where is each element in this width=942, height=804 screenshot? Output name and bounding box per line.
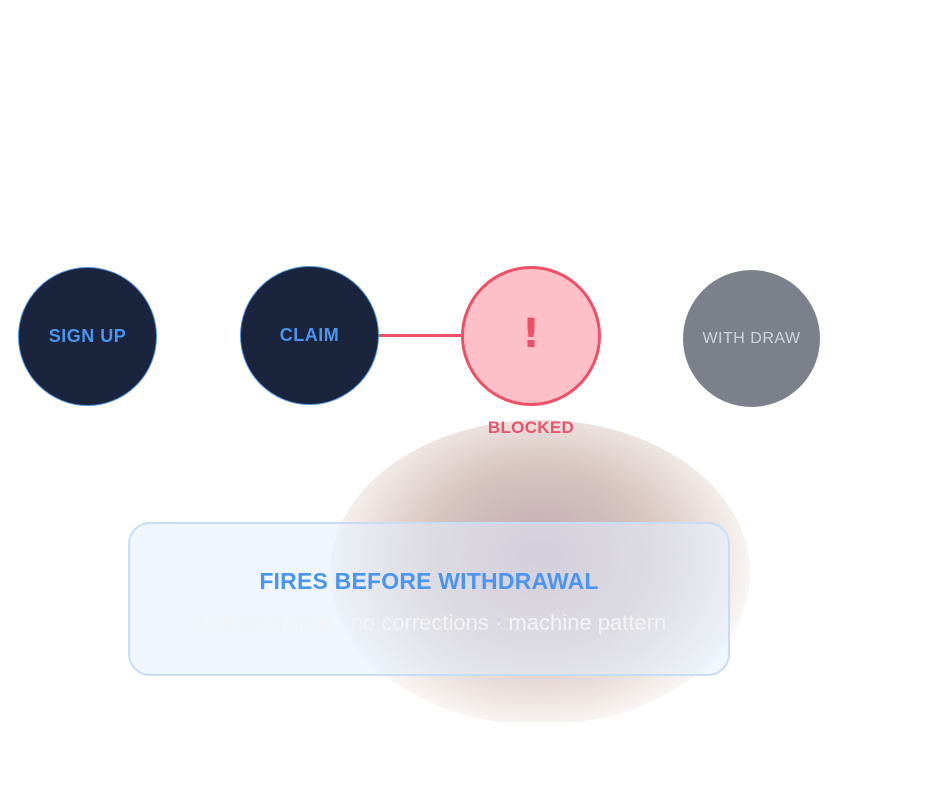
step-withdraw-label: WITH DRAW [702,329,801,347]
step-sign-up-label: SIGN UP [48,326,127,346]
exclamation-icon: ! [521,311,541,357]
glow-mask [300,722,780,804]
step-claim[interactable]: CLAIM [240,266,379,405]
callout-subtitle: 0.3s form time · no corrections · machin… [191,610,667,635]
blocked-status-label: BLOCKED [487,418,575,437]
callout-title: FIRES BEFORE WITHDRAWAL [259,568,599,594]
step-claim-label: CLAIM [279,325,340,345]
step-blocked[interactable]: ! [461,266,601,406]
step-withdraw[interactable]: WITH DRAW [683,270,820,407]
step-sign-up[interactable]: SIGN UP [18,267,157,406]
flow-connector-claim-to-blocked [378,334,464,337]
callout-card: FIRES BEFORE WITHDRAWAL 0.3s form time ·… [128,522,730,676]
